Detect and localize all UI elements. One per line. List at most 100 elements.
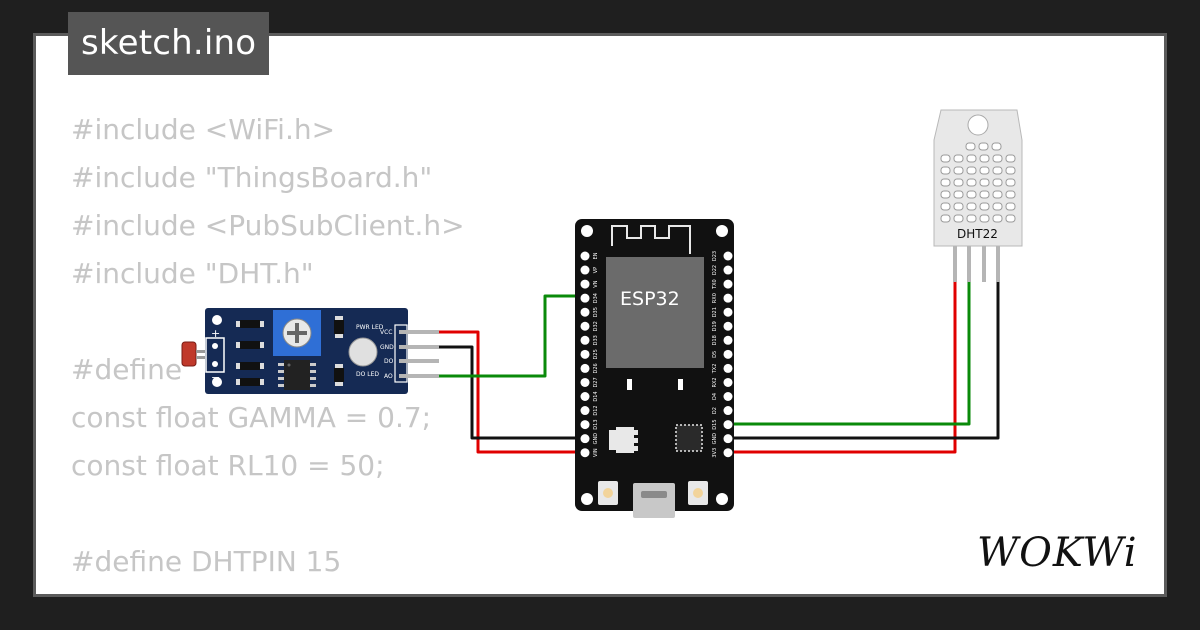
- esp32-chip: [606, 257, 704, 368]
- wire-ldr-ao[interactable]: [408, 294, 585, 378]
- esp32-pin-d33[interactable]: [580, 335, 590, 345]
- wokwi-logo: WOKWi: [977, 530, 1138, 576]
- esp32-pin-d26[interactable]: [580, 363, 590, 373]
- esp32-pin-d19[interactable]: [723, 321, 733, 331]
- usb-uart-chip: [675, 424, 703, 452]
- esp32-pin-d27[interactable]: [580, 377, 590, 387]
- esp32-pin-label: D5: [712, 351, 718, 358]
- code-line: const float GAMMA = 0.7;: [71, 401, 432, 434]
- ldr-connector: [205, 337, 225, 373]
- dht22-leads: [953, 244, 1000, 282]
- wire-ldr-gnd[interactable]: [408, 345, 585, 440]
- esp32-pin-d23[interactable]: [723, 251, 733, 261]
- pin-label-gnd: GND: [380, 344, 394, 351]
- esp32-pin-d4[interactable]: [723, 392, 733, 401]
- en-button[interactable]: [598, 481, 618, 505]
- esp32-pin-label: GND: [712, 433, 718, 445]
- vent-slot: [979, 190, 990, 199]
- wire-dht-data[interactable]: [728, 280, 971, 426]
- wire-ldr-vcc[interactable]: [408, 330, 585, 454]
- wires: [408, 280, 1000, 454]
- esp32-pin-3v3[interactable]: [723, 448, 733, 458]
- esp32-board[interactable]: ESP32 ENVPVND34D35D32D33D25D26D27D14D12D…: [575, 219, 734, 518]
- vent-slot: [992, 190, 1003, 199]
- vent-slot: [940, 190, 951, 199]
- vent-slot: [940, 202, 951, 211]
- esp32-pin-label: 3V3: [712, 448, 718, 458]
- boot-button[interactable]: [688, 481, 708, 505]
- dht22-vent-grille: [940, 142, 1016, 223]
- esp32-pin-vn[interactable]: [580, 279, 590, 289]
- esp32-pin-d35[interactable]: [580, 307, 590, 317]
- vent-slot: [966, 202, 977, 211]
- code-line: const float RL10 = 50;: [71, 449, 385, 482]
- vent-slot: [953, 202, 964, 211]
- esp32-pin-rx0[interactable]: [723, 293, 733, 303]
- vent-slot: [991, 142, 1002, 151]
- vent-slot: [953, 154, 964, 163]
- esp32-pin-en[interactable]: [580, 251, 590, 261]
- ldr-photoresistor: [181, 341, 197, 367]
- sketch-filename-tab[interactable]: sketch.ino: [68, 12, 270, 75]
- esp32-pin-gnd[interactable]: [723, 434, 733, 444]
- ldr-sensor-module[interactable]: + − PWR LED DO LED: [181, 308, 439, 394]
- vent-slot: [1005, 178, 1016, 187]
- esp32-pin-label: D32: [593, 321, 599, 331]
- esp32-pin-d5[interactable]: [723, 349, 733, 359]
- vent-slot: [966, 214, 977, 223]
- esp32-pin-label: D18: [712, 335, 718, 345]
- esp32-pin-label: D2: [712, 407, 718, 414]
- vent-slot: [992, 178, 1003, 187]
- esp32-pin-label: TX0: [712, 279, 718, 290]
- esp32-pin-d2[interactable]: [723, 406, 733, 416]
- esp32-pin-gnd[interactable]: [580, 434, 590, 444]
- esp32-pin-d13[interactable]: [580, 420, 590, 430]
- vent-slot: [992, 154, 1003, 163]
- esp32-pin-tx0[interactable]: [723, 279, 733, 289]
- vent-slot: [940, 178, 951, 187]
- esp32-pin-label: D26: [593, 363, 599, 373]
- code-line: #define: [71, 353, 183, 386]
- esp32-pin-rx2[interactable]: [723, 377, 733, 387]
- esp32-pin-d32[interactable]: [580, 321, 590, 331]
- esp32-pin-vin[interactable]: [580, 448, 590, 458]
- esp32-pin-d34[interactable]: [580, 293, 590, 303]
- vent-slot: [966, 178, 977, 187]
- wire-dht-gnd[interactable]: [728, 280, 1000, 440]
- esp32-pin-d25[interactable]: [580, 349, 590, 359]
- esp32-pin-d12[interactable]: [580, 406, 590, 416]
- ldr-plus-symbol: +: [211, 327, 220, 340]
- pin-label-vcc: VCC: [380, 329, 392, 336]
- esp32-pin-label: D34: [593, 293, 599, 303]
- vent-slot: [1005, 190, 1016, 199]
- voltage-regulator: [609, 427, 638, 453]
- esp32-pin-d22[interactable]: [723, 265, 733, 275]
- esp32-pin-d14[interactable]: [580, 392, 590, 401]
- esp32-pin-label: D15: [712, 419, 718, 429]
- esp32-pin-d15[interactable]: [723, 420, 733, 430]
- esp32-pin-label: EN: [593, 252, 599, 259]
- vent-slot: [1005, 214, 1016, 223]
- esp32-pin-label: D27: [593, 377, 599, 387]
- esp32-chip-label: ESP32: [620, 288, 680, 310]
- code-line: #include "DHT.h": [71, 257, 314, 290]
- esp32-pin-tx2[interactable]: [723, 363, 733, 373]
- wire-dht-vcc[interactable]: [728, 280, 957, 454]
- esp32-pin-d21[interactable]: [723, 307, 733, 317]
- esp32-pin-d18[interactable]: [723, 335, 733, 345]
- wokwi-logo-text: WOKWi: [977, 530, 1138, 576]
- esp32-left-pin-header: ENVPVND34D35D32D33D25D26D27D14D12D13GNDV…: [580, 251, 599, 458]
- vent-slot: [953, 166, 964, 175]
- potentiometer[interactable]: [273, 310, 321, 356]
- vent-slot: [978, 142, 989, 151]
- dht22-sensor[interactable]: DHT22: [933, 109, 1023, 282]
- resistors: [236, 316, 344, 386]
- esp32-pin-label: D35: [593, 307, 599, 317]
- code-line: #include <PubSubClient.h>: [71, 209, 465, 242]
- vent-slot: [979, 202, 990, 211]
- vent-slot: [1005, 202, 1016, 211]
- esp32-pin-vp[interactable]: [580, 265, 590, 275]
- pin-label-do: DO: [384, 358, 394, 365]
- vent-slot: [992, 214, 1003, 223]
- do-led-label: DO LED: [356, 371, 379, 378]
